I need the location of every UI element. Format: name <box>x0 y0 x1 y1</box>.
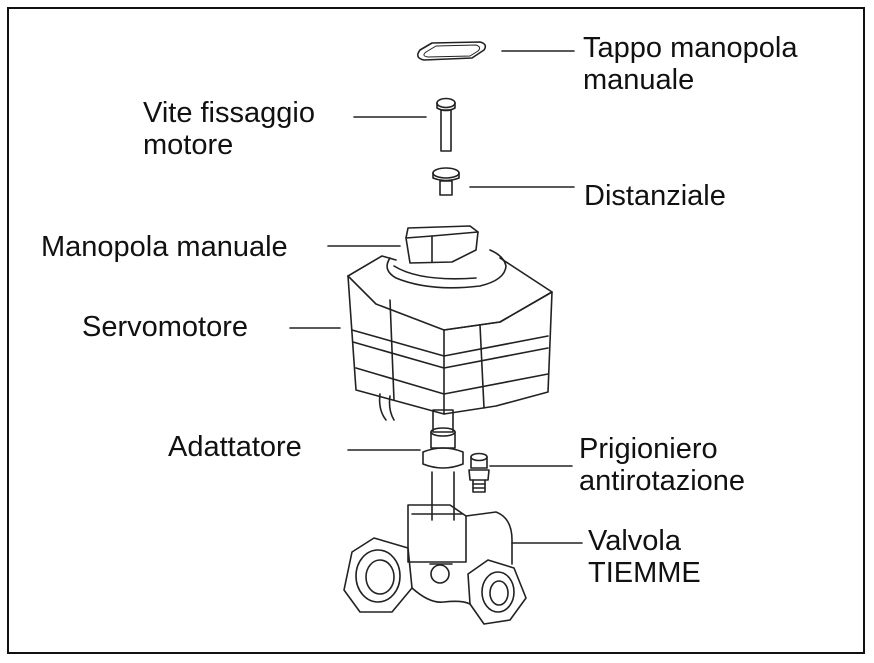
label-valvola: Valvola TIEMME <box>588 525 701 589</box>
label-distanziale: Distanziale <box>584 180 726 212</box>
label-tappo: Tappo manopola manuale <box>583 32 798 96</box>
diagram-frame <box>7 7 865 654</box>
valve-part <box>343 504 527 625</box>
label-adattatore: Adattatore <box>168 431 302 463</box>
cap-part <box>416 41 487 61</box>
stud-part <box>468 452 490 493</box>
screw-part <box>436 97 456 152</box>
label-vite: Vite fissaggio motore <box>143 97 315 161</box>
spacer-part <box>432 167 460 196</box>
actuator-part <box>347 255 553 421</box>
adapter-part <box>422 409 464 521</box>
label-prigioniero: Prigioniero antirotazione <box>579 433 746 497</box>
label-manopola: Manopola manuale <box>41 231 288 263</box>
knob-part <box>386 225 507 289</box>
label-servomotore: Servomotore <box>82 311 249 343</box>
